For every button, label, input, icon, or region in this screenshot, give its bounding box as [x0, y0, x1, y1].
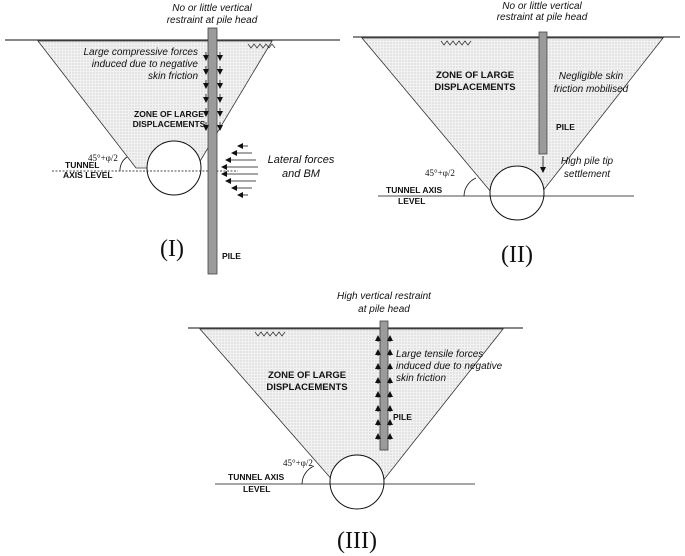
skin-friction-note-line-2: friction mobilised [554, 84, 629, 95]
pile-label: PILE [556, 122, 575, 132]
pile-head-note-line-1: No or little vertical [502, 1, 582, 12]
zone-label-line-2: DISPLACEMENTS [133, 119, 206, 129]
skin-friction-note-line-1: Negligible skin [559, 71, 624, 82]
tunnel [489, 165, 545, 221]
zone-label-line-1: ZONE OF LARGE [134, 109, 204, 119]
zone-label-line-2: DISPLACEMENTS [434, 82, 515, 93]
angle-label: 45°+φ/2 [425, 168, 455, 178]
panel-roman-label: (III) [337, 528, 377, 554]
force-note-line-1: Large compressive forces [84, 47, 199, 58]
lateral-forces-label-line-2: and BM [282, 168, 321, 180]
force-note-line-2: induced due to negative [92, 59, 199, 70]
lateral-forces-label-line-1: Lateral forces [268, 154, 335, 166]
panel-1: No or little vertical restraint at pile … [5, 3, 340, 275]
zone-label-line-1: ZONE OF LARGE [436, 70, 514, 81]
angle-arc [463, 177, 477, 197]
panel-roman-label: (II) [501, 242, 533, 268]
zone-label-line-1: ZONE OF LARGE [268, 370, 346, 381]
pile-head-note-line-1: High vertical restraint [337, 291, 432, 302]
tunnel-axis-label-line-2: AXIS LEVEL [63, 170, 113, 180]
angle-arc [301, 465, 315, 485]
surface-settlement-marks [440, 40, 472, 46]
lateral-force-arrows [221, 143, 258, 198]
tunnel [146, 140, 202, 196]
force-note-line-3: skin friction [396, 373, 446, 384]
tip-settlement-note-line-1: High pile tip [561, 156, 614, 167]
upward-force-arrows [375, 335, 393, 440]
downward-force-arrows [203, 52, 223, 131]
angle-label: 45°+φ/2 [88, 153, 118, 163]
pile [538, 31, 548, 155]
pile-label: PILE [222, 251, 241, 261]
tunnel-axis-label-line-2: LEVEL [398, 196, 425, 206]
panel-2: No or little vertical restraint at pile … [353, 1, 680, 268]
panel-3: High vertical restraint at pile head Lar… [188, 291, 523, 554]
pile-head-note-line-2: at pile head [358, 304, 410, 315]
pile-label: PILE [393, 412, 412, 422]
pile-head-note-line-2: restraint at pile head [497, 12, 588, 23]
zone-label-line-2: DISPLACEMENTS [266, 382, 347, 393]
tunnel-axis-label-line-1: TUNNEL [65, 160, 99, 170]
tunnel [329, 454, 385, 510]
tunnel-axis-label-line-1: TUNNEL AXIS [228, 472, 285, 482]
angle-label: 45°+φ/2 [283, 458, 313, 468]
force-note-line-1: Large tensile forces [396, 349, 483, 360]
pile-head-note-line-1: No or little vertical [172, 3, 252, 14]
pile [379, 320, 389, 451]
force-note-line-3: skin friction [148, 71, 198, 82]
panel-roman-label: (I) [160, 236, 184, 262]
surface-settlement-marks [247, 43, 276, 49]
pile-head-note-line-2: restraint at pile head [167, 15, 258, 26]
tunnel-axis-label-line-1: TUNNEL AXIS [386, 185, 443, 195]
tunnel-axis-label-line-2: LEVEL [243, 484, 270, 494]
pile [207, 27, 218, 275]
tip-settlement-note-line-2: settlement [564, 169, 611, 180]
force-note-line-2: induced due to negative [396, 361, 503, 372]
surface-settlement-marks [254, 331, 286, 337]
angle-arc [119, 156, 128, 172]
